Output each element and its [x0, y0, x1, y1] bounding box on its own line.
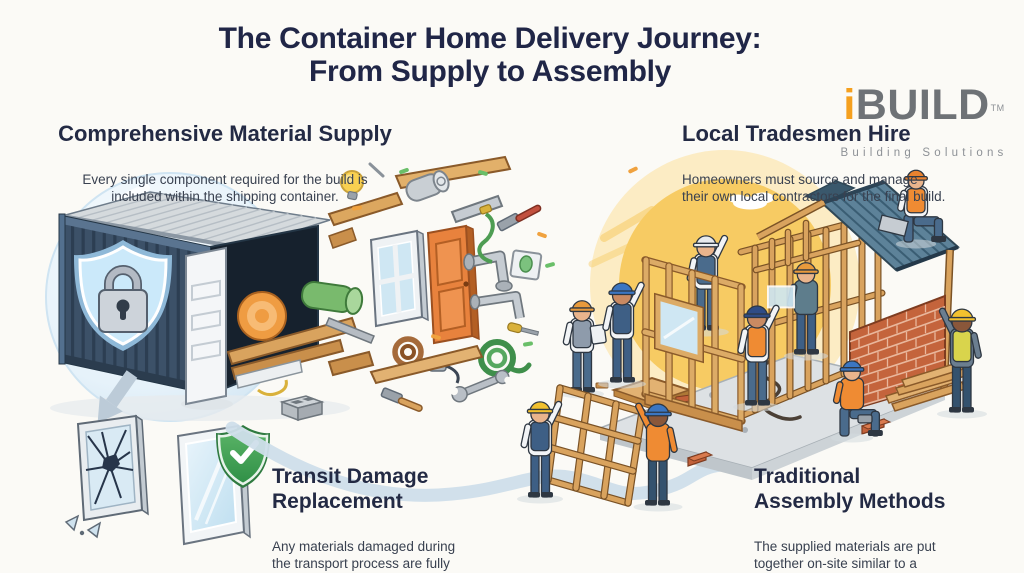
- container-door-graphic: [181, 246, 233, 410]
- worker-figure: [733, 304, 781, 412]
- door-graphic: [426, 224, 480, 345]
- logo-tagline: Building Solutions: [840, 147, 1008, 159]
- carrying-workers: [516, 400, 683, 512]
- logo-wordmark: BUILD: [855, 81, 990, 129]
- section-body: Homeowners must source and manage their …: [682, 172, 946, 204]
- pipes-graphic: [450, 194, 525, 319]
- hammer-icon: [496, 204, 542, 232]
- section-body: The supplied materials are put together …: [754, 539, 936, 571]
- brand-logo: iBUILDTM Building Solutions: [826, 18, 1022, 177]
- page-title: The Container Home Delivery Journey: Fro…: [218, 22, 762, 88]
- worker-figure: [633, 402, 683, 512]
- logo-i-mark: i: [843, 81, 856, 129]
- shipping-container-graphic: [50, 191, 364, 422]
- cloud-icon: [729, 192, 774, 210]
- cinder-block-graphic: [279, 395, 325, 422]
- section-tradesmen-hire: Local Tradesmen Hire Homeowners must sou…: [682, 103, 984, 223]
- section-transit-damage: Transit Damage Replacement Any materials…: [272, 446, 522, 573]
- worker-figure: [830, 360, 883, 443]
- padlock-shield-icon: [74, 240, 172, 351]
- section-traditional-assembly: Traditional Assembly Methods The supplie…: [754, 446, 1006, 573]
- broken-window-icon: [64, 414, 149, 539]
- wrench-icon: [450, 369, 512, 403]
- materials-graphic: [325, 155, 638, 412]
- section-heading: Transit Damage Replacement: [272, 465, 429, 513]
- worker-figure: [516, 400, 564, 504]
- section-heading: Local Tradesmen Hire: [682, 121, 911, 146]
- window-frame-graphic: [369, 229, 429, 328]
- hammer-icon: [380, 387, 423, 412]
- worker-figure: [598, 281, 646, 389]
- front-workers: [830, 307, 987, 443]
- mid-workers: [559, 262, 829, 412]
- section-body: Any materials damaged during the transpo…: [272, 539, 456, 571]
- section-material-supply: Comprehensive Material Supply Every sing…: [58, 103, 392, 223]
- switch-plate-graphic: [509, 249, 543, 281]
- worker-figure: [877, 169, 947, 249]
- screwdriver-icon: [507, 322, 540, 336]
- worker-figure: [767, 262, 829, 361]
- section-body: Every single component required for the …: [82, 172, 368, 204]
- down-arrow-icon: [97, 370, 138, 424]
- section-heading: Traditional Assembly Methods: [754, 465, 946, 513]
- roof-workers: [877, 169, 947, 249]
- section-heading: Comprehensive Material Supply: [58, 121, 392, 146]
- spilling-materials-graphic: [226, 281, 364, 397]
- logo-trademark: TM: [990, 103, 1005, 113]
- worker-figure: [937, 307, 987, 419]
